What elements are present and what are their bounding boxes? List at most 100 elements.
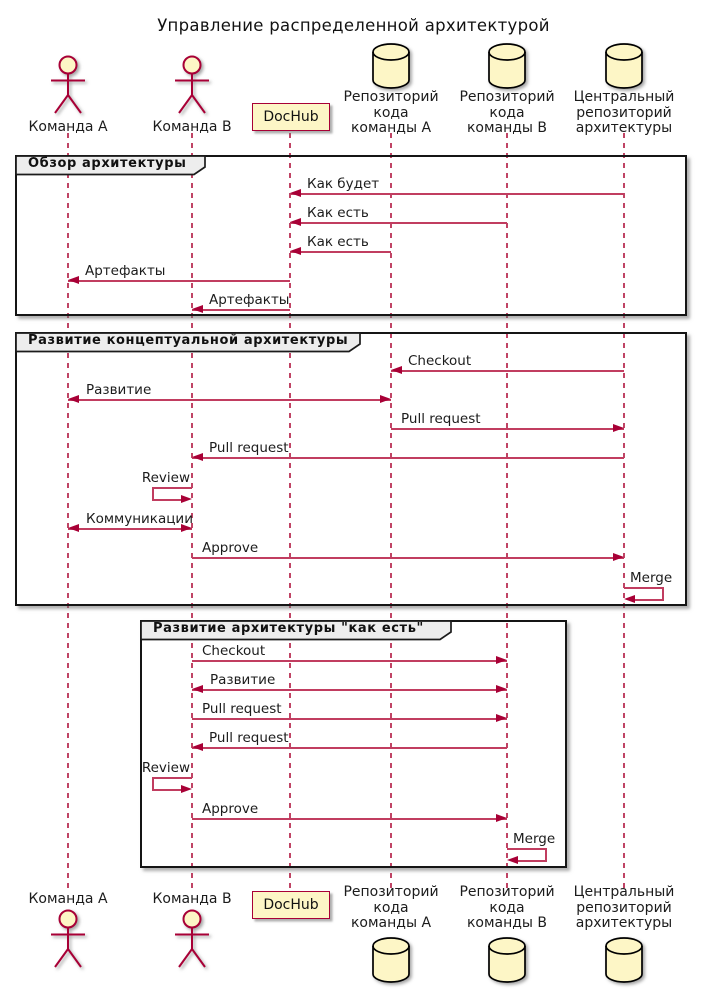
arrowhead-icon [380,395,391,403]
actor-team-b-icon [172,55,212,121]
database-repo-a-icon [371,936,411,988]
lifeline-team-a [67,133,69,890]
message-label: Review [141,760,190,776]
arrowhead-icon [496,814,507,822]
message-line [391,428,624,430]
message-label: Артефакты [209,292,290,308]
frame-header-overview: Обзор архитектуры [15,155,206,176]
participant-label-line: Команда A [28,891,108,907]
database-repo-b-icon [487,42,527,94]
message-line [192,557,624,559]
message-line [290,193,624,195]
participant-box-dochub: DocHub [252,103,330,131]
message-label: Коммуникации [86,511,193,527]
message-line [192,747,507,749]
participant-label-team-a: Команда A [0,891,138,908]
message-line [192,309,290,311]
arrowhead-icon [496,656,507,664]
message-label: Pull request [209,440,289,456]
arrowhead-icon [507,856,518,864]
frame-label: Развитие архитектуры "как есть" [153,621,424,636]
frame-header-as-is-development: Развитие архитектуры "как есть" [140,620,452,641]
message-line [68,280,290,282]
participant-label-line: команды B [466,915,548,931]
message-line [662,587,664,601]
message-label: Pull request [401,411,481,427]
arrowhead-icon [290,247,301,255]
participant-box-label: DocHub [263,897,319,913]
message-line [68,528,192,530]
participant-label-line: кода [489,104,525,121]
message-line [152,487,192,489]
message-label: Артефакты [85,263,166,279]
message-line [624,587,664,589]
arrowhead-icon [181,785,192,793]
arrowhead-icon [181,524,192,532]
participant-label-line: команды B [466,120,548,136]
database-central-icon [604,42,644,94]
participant-label-line: команды A [350,915,432,931]
participant-label-line: Команда B [152,119,232,135]
message-label: Checkout [408,353,472,369]
message-line [152,499,184,501]
participant-label-team-b: Команда B [122,891,262,908]
frame-label: Обзор архитектуры [28,156,187,171]
message-label: Как есть [307,205,369,221]
message-line [152,777,192,779]
message-label: Approve [202,540,259,556]
message-label: Pull request [209,730,289,746]
lifeline-repo-b [506,133,508,890]
database-repo-a-icon [371,42,411,94]
lifeline-team-b [191,133,193,890]
database-central-icon [604,936,644,988]
lifeline-dochub [289,133,291,890]
message-line [507,848,547,850]
message-label: Как будет [307,176,380,192]
frame-as-is-development: Развитие архитектуры "как есть" [140,620,567,868]
message-label: Pull request [202,701,282,717]
lifeline-repo-a [390,133,392,890]
participant-label-line: Репозиторий [459,884,555,900]
frame-conceptual-development: Развитие концептуальной архитектуры [15,332,687,606]
arrowhead-icon [192,685,203,693]
message-label: Как есть [307,234,369,250]
participant-label-team-a: Команда A [0,119,138,136]
message-label: Review [141,470,190,486]
message-line [152,487,154,501]
actor-team-b-icon [172,909,212,975]
message-line [192,660,507,662]
arrowhead-icon [613,424,624,432]
arrowhead-icon [496,714,507,722]
participant-label-line: Команда B [152,891,232,907]
arrowhead-icon [624,595,635,603]
participant-label-line: архитектуры [575,120,673,136]
message-line [545,848,547,862]
frame-overview: Обзор архитектуры [15,155,687,316]
message-line [192,457,624,459]
participant-label-line: Команда A [28,119,108,135]
message-line [192,689,507,691]
message-label: Merge [630,570,673,586]
participant-label-line: команды A [350,120,432,136]
message-line [68,399,391,401]
message-line [515,860,547,862]
actor-team-a-icon [48,909,88,975]
participant-box-dochub: DocHub [252,891,330,919]
message-line [290,251,391,253]
message-line [192,818,507,820]
message-label: Approve [202,801,259,817]
message-label: Checkout [202,643,266,659]
participant-label-line: кода [373,104,409,121]
frame-header-conceptual-development: Развитие концептуальной архитектуры [15,332,361,353]
participant-label-line: кода [373,899,409,916]
arrowhead-icon [192,453,203,461]
arrowhead-icon [68,276,79,284]
participant-box-label: DocHub [263,109,319,125]
arrowhead-icon [290,218,301,226]
participant-label-line: Репозиторий [459,89,555,105]
arrowhead-icon [68,395,79,403]
